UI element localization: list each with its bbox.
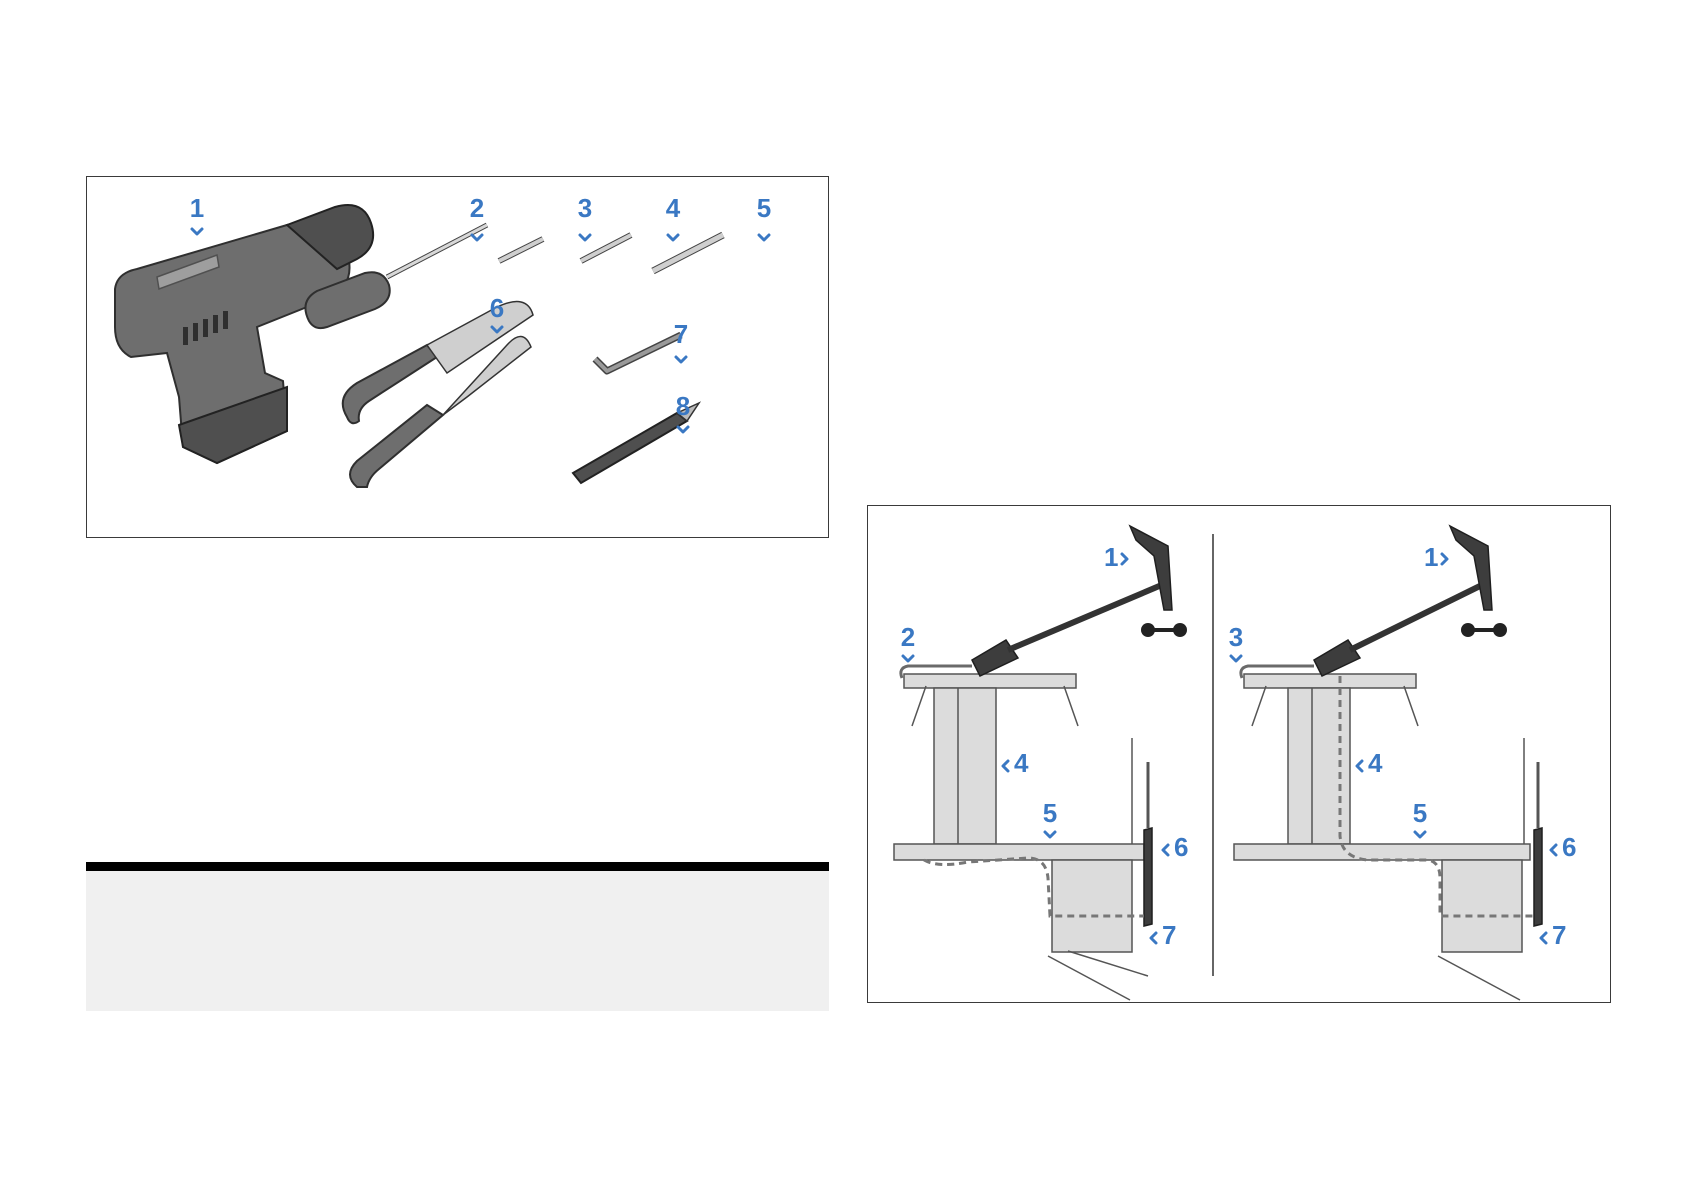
- callout-8: 8: [676, 391, 690, 421]
- tools-figure: 1 2 3 4 5 6 7 8: [86, 176, 829, 538]
- tools-illustration: 1 2 3 4 5 6 7 8: [87, 177, 828, 537]
- left-callout-7: 7: [1162, 920, 1176, 950]
- callout-1: 1: [190, 193, 204, 223]
- hex-key-tool: [595, 335, 681, 371]
- left-callout-6: 6: [1174, 832, 1188, 862]
- left-callout-2: 2: [901, 622, 915, 652]
- right-callout-3: 3: [1229, 622, 1243, 652]
- callout-4: 4: [666, 193, 681, 223]
- callout-5: 5: [757, 193, 771, 223]
- right-callout-5: 5: [1413, 798, 1427, 828]
- installation-illustration: 1 2 4 5 6 7: [868, 506, 1610, 1002]
- note-box: [86, 871, 829, 1011]
- installation-figure: 1 2 4 5 6 7: [867, 505, 1611, 1003]
- pliers-tool: [343, 302, 533, 487]
- callout-2: 2: [470, 193, 484, 223]
- right-callout-1: 1: [1424, 542, 1438, 572]
- drill-tool: [115, 205, 373, 463]
- drill-bits: [499, 235, 723, 271]
- right-callout-4: 4: [1368, 748, 1383, 778]
- right-callout-7: 7: [1552, 920, 1566, 950]
- callout-6: 6: [490, 293, 504, 323]
- left-callout-1: 1: [1104, 542, 1118, 572]
- right-callout-6: 6: [1562, 832, 1576, 862]
- callout-3: 3: [578, 193, 592, 223]
- right-panel: 1 3 4 5 6 7: [1229, 526, 1577, 1000]
- callout-7: 7: [674, 319, 688, 349]
- note-header-bar: [86, 862, 829, 871]
- left-panel: 1 2 4 5 6 7: [894, 526, 1188, 1000]
- left-callout-5: 5: [1043, 798, 1057, 828]
- left-callout-4: 4: [1014, 748, 1029, 778]
